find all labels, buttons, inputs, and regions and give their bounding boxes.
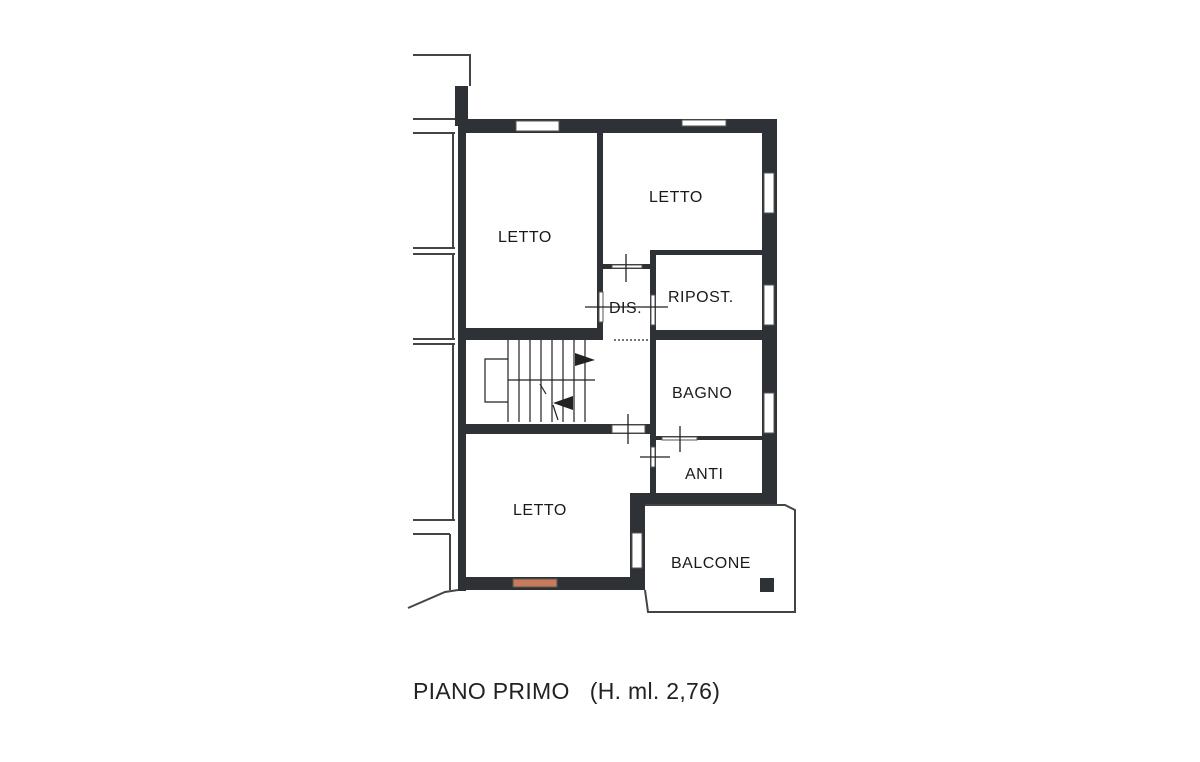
room-label-ripost: RIPOST. <box>668 289 734 306</box>
neighbor-outline <box>407 54 471 609</box>
room-label-anti: ANTI <box>685 466 723 483</box>
plan-title: PIANO PRIMO <box>413 678 570 704</box>
walls <box>455 86 777 591</box>
column-mark <box>760 578 774 592</box>
door-marks <box>585 254 681 458</box>
room-label-letto-left: LETTO <box>498 229 552 246</box>
staircase <box>484 340 595 422</box>
plan-caption: PIANO PRIMO (H. ml. 2,76) <box>413 678 720 705</box>
room-label-bagno: BAGNO <box>672 385 732 402</box>
room-label-balcone: BALCONE <box>671 555 751 572</box>
stair-arrow-up <box>575 353 595 366</box>
height-note: (H. ml. 2,76) <box>589 678 721 704</box>
balcone-outline <box>644 504 796 613</box>
stair-arrow-down <box>553 396 573 410</box>
room-label-letto-top-right: LETTO <box>649 189 703 206</box>
room-label-dis: DIS. <box>609 300 642 317</box>
room-label-letto-bottom: LETTO <box>513 502 567 519</box>
